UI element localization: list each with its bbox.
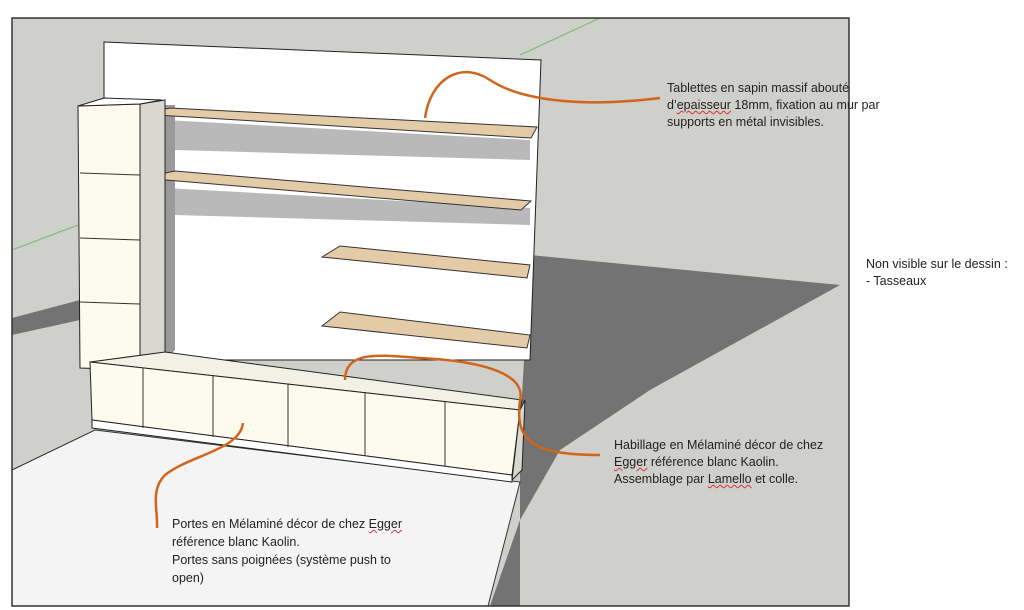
column-door-edge <box>79 237 141 241</box>
shelf-3 <box>320 245 531 279</box>
leader-portes <box>154 422 245 529</box>
tall-column-top <box>77 97 163 107</box>
note-text: d’ <box>667 98 677 112</box>
shelf-shadow <box>165 188 530 225</box>
column-door-edge <box>79 172 141 176</box>
note-text: Habillage en Mélaminé décor de chez <box>614 438 824 452</box>
note-text: Assemblage par <box>614 472 708 486</box>
note-text: Tablettes en sapin massif abouté <box>667 81 850 95</box>
plinth <box>91 419 513 483</box>
note-text: 18mm, fixation au mur par <box>730 98 880 112</box>
note-text: référence blanc Kaolin. <box>647 455 779 469</box>
leader-shelves <box>423 70 661 119</box>
leader-lines <box>154 70 661 529</box>
spellcheck-word: Egger <box>368 517 402 531</box>
shelf-shadow <box>165 120 530 160</box>
left-shadow <box>12 300 80 335</box>
note-text: et colle. <box>751 472 799 486</box>
note-shelves: Tablettes en sapin massif abouté d’epaiss… <box>667 80 880 131</box>
note-text: référence blanc Kaolin. <box>172 535 300 549</box>
leader-habillage <box>343 354 601 457</box>
frame <box>11 17 850 607</box>
note-text: supports en métal invisibles. <box>667 115 825 129</box>
shelf-4 <box>320 311 531 349</box>
note-non-visible: Non visible sur le dessin : - Tasseaux <box>866 256 1008 290</box>
note-text: open) <box>172 571 204 585</box>
axis-line-green <box>519 17 601 56</box>
spellcheck-word: epaisseur <box>676 98 731 112</box>
cast-shadow <box>490 255 840 606</box>
note-text: Portes sans poignées (système push to <box>172 553 391 567</box>
cabinet-side <box>511 399 526 482</box>
tall-column-side <box>139 99 166 371</box>
note-text: - Tasseaux <box>866 274 927 288</box>
tall-column-front <box>77 103 141 371</box>
note-portes: Portes en Mélaminé décor de chez Egger ré… <box>172 515 402 587</box>
column-door-edge <box>79 301 141 305</box>
spellcheck-word: Lamello <box>707 472 752 486</box>
column-shadow <box>165 105 175 360</box>
note-text: Portes en Mélaminé décor de chez <box>172 517 369 531</box>
spellcheck-word: Egger <box>614 455 648 469</box>
cabinet-doors <box>142 368 446 466</box>
axis-line-green-left <box>11 224 79 251</box>
note-text: Non visible sur le dessin : <box>866 257 1008 271</box>
